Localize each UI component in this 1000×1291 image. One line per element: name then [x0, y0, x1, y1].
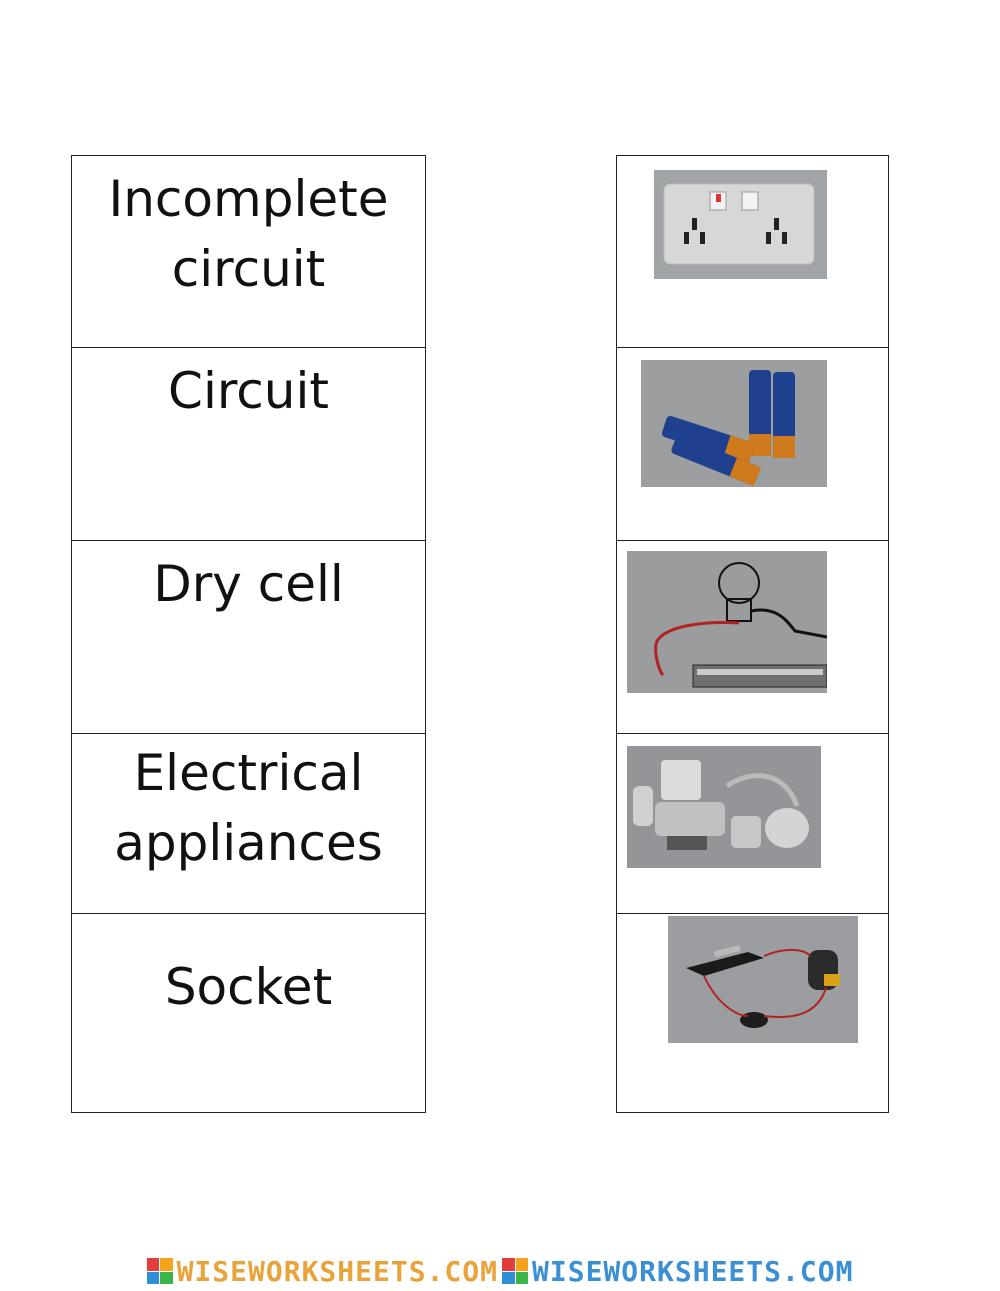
logo-icon: [146, 1258, 173, 1284]
picture-cell[interactable]: [616, 914, 889, 1113]
terms-column: Incomplete circuit Circuit Dry cell Elec…: [71, 155, 426, 1113]
term-cell[interactable]: Circuit: [71, 348, 426, 541]
term-label: Dry cell: [153, 555, 344, 613]
socket-image: [654, 170, 827, 279]
picture-cell[interactable]: [616, 734, 889, 914]
picture-cell[interactable]: [616, 348, 889, 541]
pictures-column: [616, 155, 889, 1113]
appliances-image: [627, 746, 821, 868]
term-label: Socket: [164, 958, 333, 1016]
watermark-text: WISEWORKSHEETS.COM: [176, 1254, 498, 1288]
incomplete-circuit-image: [627, 551, 827, 693]
term-label: Electrical appliances: [114, 744, 383, 872]
circuit-image: [668, 916, 858, 1043]
term-label: Circuit: [168, 362, 329, 420]
term-cell[interactable]: Electrical appliances: [71, 734, 426, 914]
picture-cell[interactable]: [616, 541, 889, 734]
term-cell[interactable]: Dry cell: [71, 541, 426, 734]
batteries-image: [641, 360, 827, 487]
picture-cell[interactable]: [616, 155, 889, 348]
term-label: Incomplete circuit: [108, 170, 389, 298]
term-cell[interactable]: Incomplete circuit: [71, 155, 426, 348]
term-cell[interactable]: Socket: [71, 914, 426, 1113]
watermark-text: WISEWORKSHEETS.COM: [532, 1254, 854, 1288]
logo-icon: [502, 1258, 528, 1284]
footer-watermark: WISEWORKSHEETS.COM WISEWORKSHEETS.COM: [0, 1254, 1000, 1288]
